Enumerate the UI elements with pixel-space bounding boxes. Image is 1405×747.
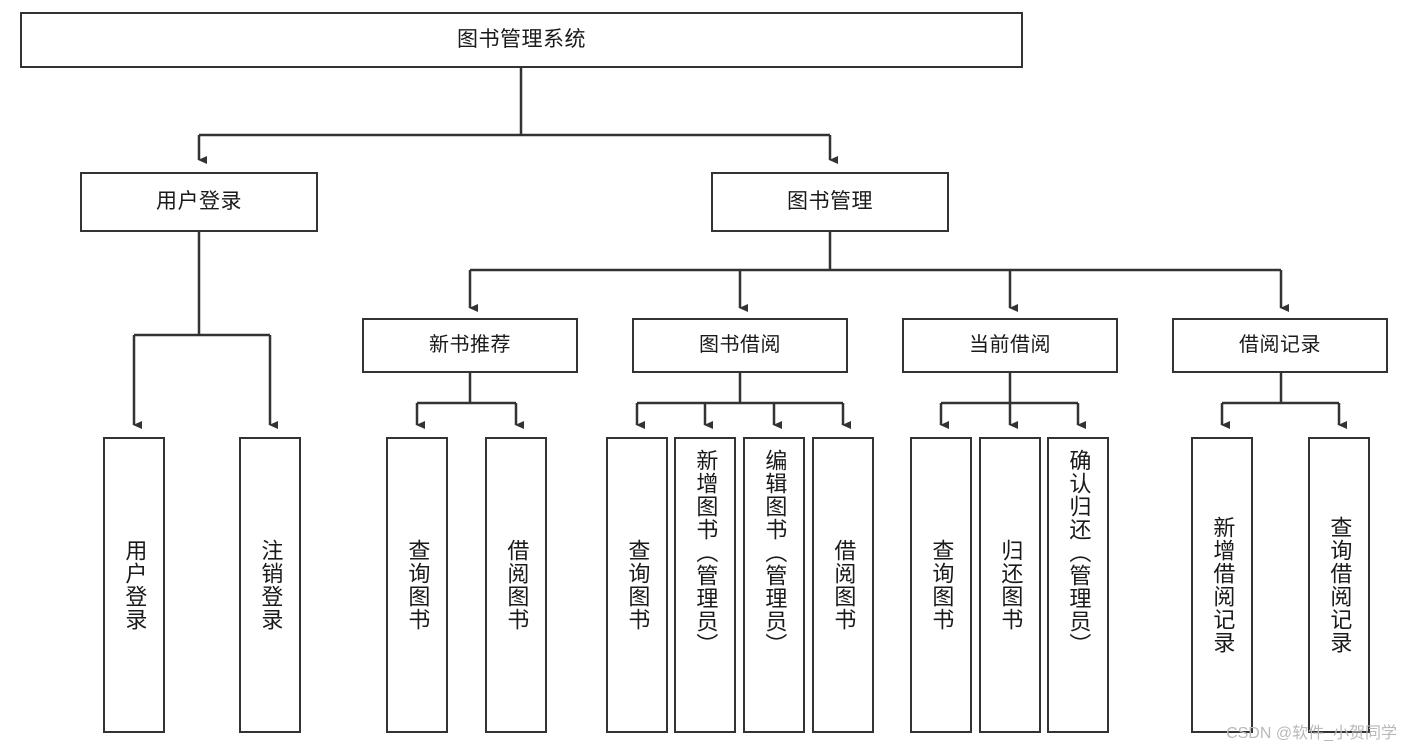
node-label: 当前借阅 bbox=[969, 333, 1051, 356]
watermark-text: CSDN @软件_小贺同学 bbox=[1226, 725, 1397, 742]
node-label: 新增图书（管理员） bbox=[693, 449, 719, 656]
edge-current-borrow-to-leaves bbox=[939, 373, 1086, 429]
node-label: 注销登录 bbox=[258, 539, 284, 631]
node-label: 查询图书 bbox=[405, 539, 431, 631]
node-leaf-logout[interactable]: 注销登录 bbox=[239, 437, 301, 733]
node-user-login[interactable]: 用户登录 bbox=[80, 172, 318, 232]
node-leaf-user-login[interactable]: 用户登录 bbox=[103, 437, 165, 733]
node-book-management[interactable]: 图书管理 bbox=[711, 172, 949, 232]
node-new-book-recommend[interactable]: 新书推荐 bbox=[362, 318, 578, 373]
node-label: 新书推荐 bbox=[429, 333, 511, 356]
node-label: 查询图书 bbox=[929, 539, 955, 631]
node-label: 图书管理系统 bbox=[457, 27, 586, 51]
edge-book-borrow-to-leaves bbox=[635, 373, 851, 429]
node-leaf-add-book-admin[interactable]: 新增图书（管理员） bbox=[674, 437, 736, 733]
edge-borrow-record-to-leaves bbox=[1220, 373, 1347, 429]
edge-book-manage-to-level2 bbox=[468, 232, 1289, 312]
node-label: 图书借阅 bbox=[699, 333, 781, 356]
edge-user-login-to-leaves bbox=[132, 232, 278, 429]
node-label: 编辑图书（管理员） bbox=[762, 449, 788, 656]
node-leaf-confirm-return-admin[interactable]: 确认归还（管理员） bbox=[1047, 437, 1109, 733]
node-label: 归还图书 bbox=[998, 539, 1024, 631]
node-root-system[interactable]: 图书管理系统 bbox=[20, 12, 1023, 68]
node-leaf-return-book[interactable]: 归还图书 bbox=[979, 437, 1041, 733]
node-leaf-query-book-borrow[interactable]: 查询图书 bbox=[606, 437, 668, 733]
node-label: 借阅记录 bbox=[1239, 333, 1321, 356]
node-label: 确认归还（管理员） bbox=[1066, 449, 1092, 656]
node-leaf-borrow-book[interactable]: 借阅图书 bbox=[812, 437, 874, 733]
node-label: 新增借阅记录 bbox=[1210, 516, 1236, 654]
edge-root-to-level1 bbox=[197, 68, 838, 164]
node-label: 用户登录 bbox=[122, 539, 148, 631]
node-label: 查询图书 bbox=[625, 539, 651, 631]
node-label: 借阅图书 bbox=[831, 539, 857, 631]
node-borrow-record[interactable]: 借阅记录 bbox=[1172, 318, 1388, 373]
node-label: 借阅图书 bbox=[504, 539, 530, 631]
node-label: 用户登录 bbox=[156, 189, 242, 213]
node-leaf-borrow-book-recommend[interactable]: 借阅图书 bbox=[485, 437, 547, 733]
node-leaf-edit-book-admin[interactable]: 编辑图书（管理员） bbox=[743, 437, 805, 733]
node-book-borrow[interactable]: 图书借阅 bbox=[632, 318, 848, 373]
node-leaf-query-borrow-record[interactable]: 查询借阅记录 bbox=[1308, 437, 1370, 733]
node-leaf-add-borrow-record[interactable]: 新增借阅记录 bbox=[1191, 437, 1253, 733]
node-leaf-query-book-recommend[interactable]: 查询图书 bbox=[386, 437, 448, 733]
node-label: 查询借阅记录 bbox=[1327, 516, 1353, 654]
node-leaf-query-book-current[interactable]: 查询图书 bbox=[910, 437, 972, 733]
node-current-borrow[interactable]: 当前借阅 bbox=[902, 318, 1118, 373]
node-label: 图书管理 bbox=[787, 189, 873, 213]
edge-new-book-to-leaves bbox=[415, 373, 524, 429]
